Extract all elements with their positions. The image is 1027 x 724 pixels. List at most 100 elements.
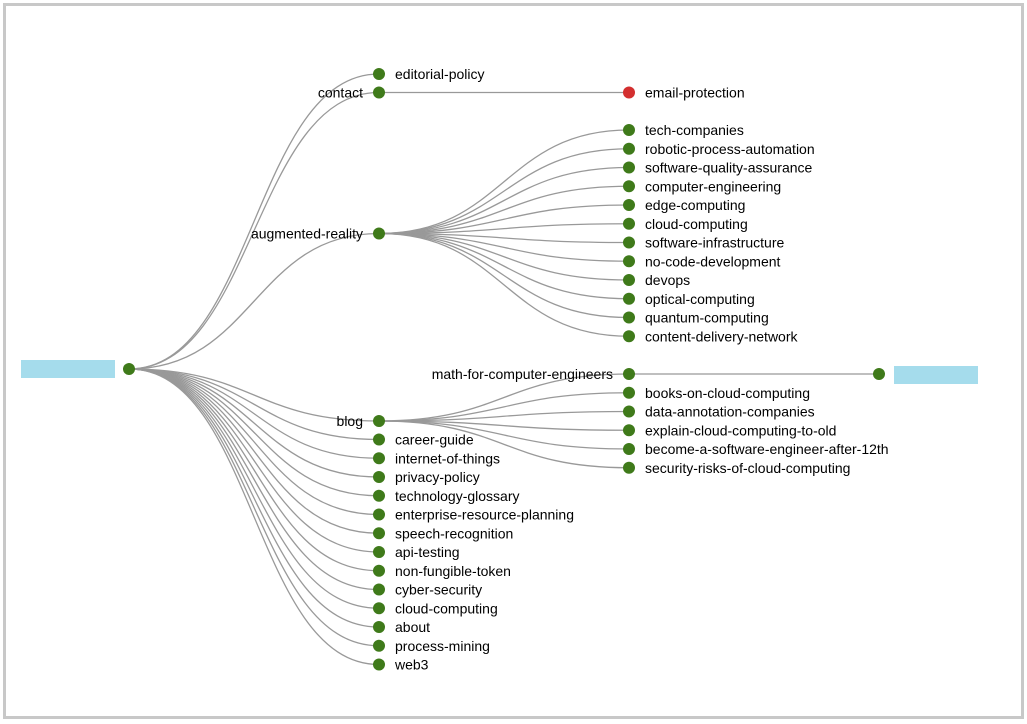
node-software-quality-assurance-label: software-quality-assurance <box>645 160 813 176</box>
diagram-frame <box>3 3 1024 719</box>
node-software-infrastructure-node[interactable] <box>623 236 635 249</box>
node-email-protection-label: email-protection <box>645 85 745 101</box>
tree-links <box>128 73 880 666</box>
link-root-enterprise-resource-planning <box>128 368 380 516</box>
link-augmented-reality-edge-computing <box>378 204 630 235</box>
node-enterprise-resource-planning-node[interactable] <box>373 508 385 521</box>
link-root-cloud-computing-blog <box>128 368 380 609</box>
node-editorial-policy-node[interactable] <box>373 68 385 80</box>
node-quantum-computing-node[interactable] <box>623 311 635 324</box>
node-cyber-security-node[interactable] <box>373 583 385 596</box>
node-optical-computing-label: optical-computing <box>645 291 755 307</box>
link-blog-data-annotation-companies <box>378 410 630 422</box>
node-edge-computing-label: edge-computing <box>645 197 745 213</box>
link-blog-math-for-computer-engineers <box>378 373 630 422</box>
level3-placeholder-label <box>894 366 978 384</box>
node-devops-label: devops <box>645 272 690 288</box>
node-internet-of-things-node[interactable] <box>373 452 385 465</box>
node-optical-computing-node[interactable] <box>623 292 635 305</box>
node-process-mining-label: process-mining <box>395 638 490 654</box>
link-blog-become-a-software-engineer-after-12th <box>378 420 630 450</box>
node-about-node[interactable] <box>373 621 385 633</box>
link-root-cyber-security <box>128 368 380 591</box>
node-cloud-computing-blog-label: cloud-computing <box>395 600 498 616</box>
tree-nodes: contactaugmented-realityblogeditorial-po… <box>21 66 978 673</box>
node-api-testing-label: api-testing <box>395 544 460 560</box>
link-augmented-reality-computer-engineering <box>378 185 630 235</box>
link-root-web3 <box>128 368 380 666</box>
node-no-code-development-node[interactable] <box>623 255 635 268</box>
node-content-delivery-network-label: content-delivery-network <box>645 328 799 344</box>
node-books-on-cloud-computing-label: books-on-cloud-computing <box>645 385 810 401</box>
node-career-guide-node[interactable] <box>373 433 385 446</box>
node-enterprise-resource-planning-label: enterprise-resource-planning <box>395 507 574 523</box>
link-augmented-reality-optical-computing <box>378 232 630 300</box>
link-augmented-reality-devops <box>378 232 630 281</box>
node-cyber-security-label: cyber-security <box>395 582 482 598</box>
node-editorial-policy-label: editorial-policy <box>395 66 484 82</box>
link-augmented-reality-software-quality-assurance <box>378 166 630 235</box>
node-privacy-policy-node[interactable] <box>373 471 385 483</box>
link-root-career-guide <box>128 368 380 441</box>
node-cloud-computing-blog-node[interactable] <box>373 602 385 615</box>
node-security-risks-of-cloud-computing-node[interactable] <box>623 461 635 474</box>
node-robotic-process-automation-label: robotic-process-automation <box>645 141 815 157</box>
link-root-api-testing <box>128 368 380 553</box>
node-web3-node[interactable] <box>373 658 385 671</box>
link-root-editorial-policy <box>128 73 380 370</box>
node-become-a-software-engineer-after-12th-label: become-a-software-engineer-after-12th <box>645 441 889 457</box>
link-root-technology-glossary <box>128 368 380 497</box>
node-privacy-policy-label: privacy-policy <box>395 469 480 485</box>
link-root-privacy-policy <box>128 368 380 478</box>
node-math-for-computer-engineers-node[interactable] <box>623 368 635 380</box>
node-non-fungible-token-label: non-fungible-token <box>395 563 511 579</box>
link-root-about <box>128 368 380 628</box>
link-augmented-reality-no-code-development <box>378 232 630 262</box>
link-augmented-reality-tech-companies <box>378 129 630 235</box>
node-email-protection-node[interactable] <box>623 86 635 99</box>
node-robotic-process-automation-node[interactable] <box>623 142 635 155</box>
node-internet-of-things-label: internet-of-things <box>395 450 500 466</box>
node-contact-label: contact <box>318 85 363 101</box>
link-blog-books-on-cloud-computing <box>378 392 630 422</box>
node-cloud-computing-node[interactable] <box>623 217 635 230</box>
link-root-blog <box>128 368 380 422</box>
node-about-label: about <box>395 619 430 635</box>
node-no-code-development-label: no-code-development <box>645 253 781 269</box>
node-augmented-reality-node[interactable] <box>373 227 385 240</box>
node-computer-engineering-node[interactable] <box>623 180 635 193</box>
node-data-annotation-companies-node[interactable] <box>623 405 635 418</box>
link-augmented-reality-software-infrastructure <box>378 232 630 244</box>
node-api-testing-node[interactable] <box>373 546 385 558</box>
node-blog-node[interactable] <box>373 415 385 427</box>
node-contact-node[interactable] <box>373 86 385 99</box>
link-augmented-reality-robotic-process-automation <box>378 148 630 235</box>
root-node[interactable] <box>123 363 135 375</box>
node-tech-companies-node[interactable] <box>623 124 635 136</box>
node-speech-recognition-node[interactable] <box>373 527 385 540</box>
node-process-mining-node[interactable] <box>373 639 385 652</box>
node-devops-node[interactable] <box>623 274 635 286</box>
node-quantum-computing-label: quantum-computing <box>645 310 769 326</box>
link-root-internet-of-things <box>128 368 380 459</box>
node-technology-glossary-node[interactable] <box>373 489 385 502</box>
node-edge-computing-node[interactable] <box>623 199 635 211</box>
link-blog-explain-cloud-computing-to-old <box>378 420 630 431</box>
node-data-annotation-companies-label: data-annotation-companies <box>645 404 815 420</box>
link-root-contact <box>128 91 380 370</box>
link-root-augmented-reality <box>128 232 380 370</box>
node-become-a-software-engineer-after-12th-node[interactable] <box>623 443 635 455</box>
node-content-delivery-network-node[interactable] <box>623 330 635 343</box>
node-security-risks-of-cloud-computing-label: security-risks-of-cloud-computing <box>645 460 850 476</box>
node-software-quality-assurance-node[interactable] <box>623 161 635 174</box>
root-placeholder-label <box>21 360 115 378</box>
node-non-fungible-token-node[interactable] <box>373 564 385 577</box>
node-career-guide-label: career-guide <box>395 432 474 448</box>
node-software-infrastructure-label: software-infrastructure <box>645 235 784 251</box>
node-computer-engineering-label: computer-engineering <box>645 178 781 194</box>
node-level3-0-node[interactable] <box>873 368 885 380</box>
node-explain-cloud-computing-to-old-node[interactable] <box>623 424 635 437</box>
link-blog-security-risks-of-cloud-computing <box>378 420 630 469</box>
node-books-on-cloud-computing-node[interactable] <box>623 386 635 399</box>
